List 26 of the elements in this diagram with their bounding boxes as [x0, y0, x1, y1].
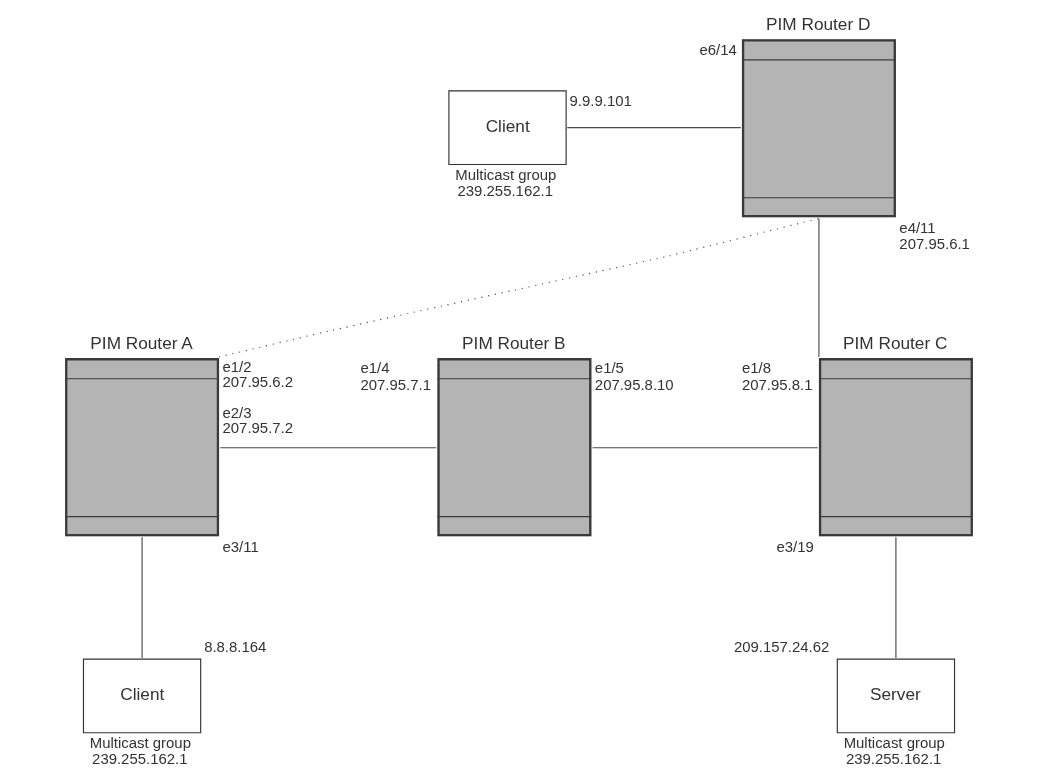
connector: [591, 447, 818, 449]
node-label: Multicast group 239.255.162.1: [89, 734, 191, 768]
node-label: PIM Router D: [765, 14, 870, 35]
node-label: 209.157.24.62: [733, 637, 829, 655]
node-label: e6/14: [698, 40, 737, 58]
node-label: PIM Router A: [89, 332, 193, 353]
node-label: e1/8 207.95.8.1: [741, 359, 812, 393]
connector: [218, 217, 819, 358]
node-label: e1/4 207.95.7.1: [359, 359, 431, 393]
node-label: PIM Router C: [842, 332, 947, 353]
node-label: e2/3 207.95.7.2: [222, 404, 293, 437]
node-label: e3/11: [222, 537, 259, 555]
node-label: Multicast group 239.255.162.1: [454, 165, 556, 199]
node-label: e3/19: [775, 537, 814, 555]
connector: [141, 536, 143, 659]
node-label: PIM Router B: [461, 332, 565, 353]
node-label: Multicast group 239.255.162.1: [843, 734, 945, 768]
connector: [817, 217, 819, 358]
connector: [894, 536, 896, 659]
node-label: e1/5 207.95.8.10: [594, 359, 674, 393]
node-label: e4/11 207.95.6.1: [898, 218, 970, 252]
node-label: 9.9.9.101: [569, 92, 632, 110]
connector: [566, 127, 741, 129]
node-label: 8.8.8.164: [203, 637, 266, 655]
connector: [219, 447, 437, 449]
node-label: e1/2 207.95.6.2: [222, 358, 293, 391]
